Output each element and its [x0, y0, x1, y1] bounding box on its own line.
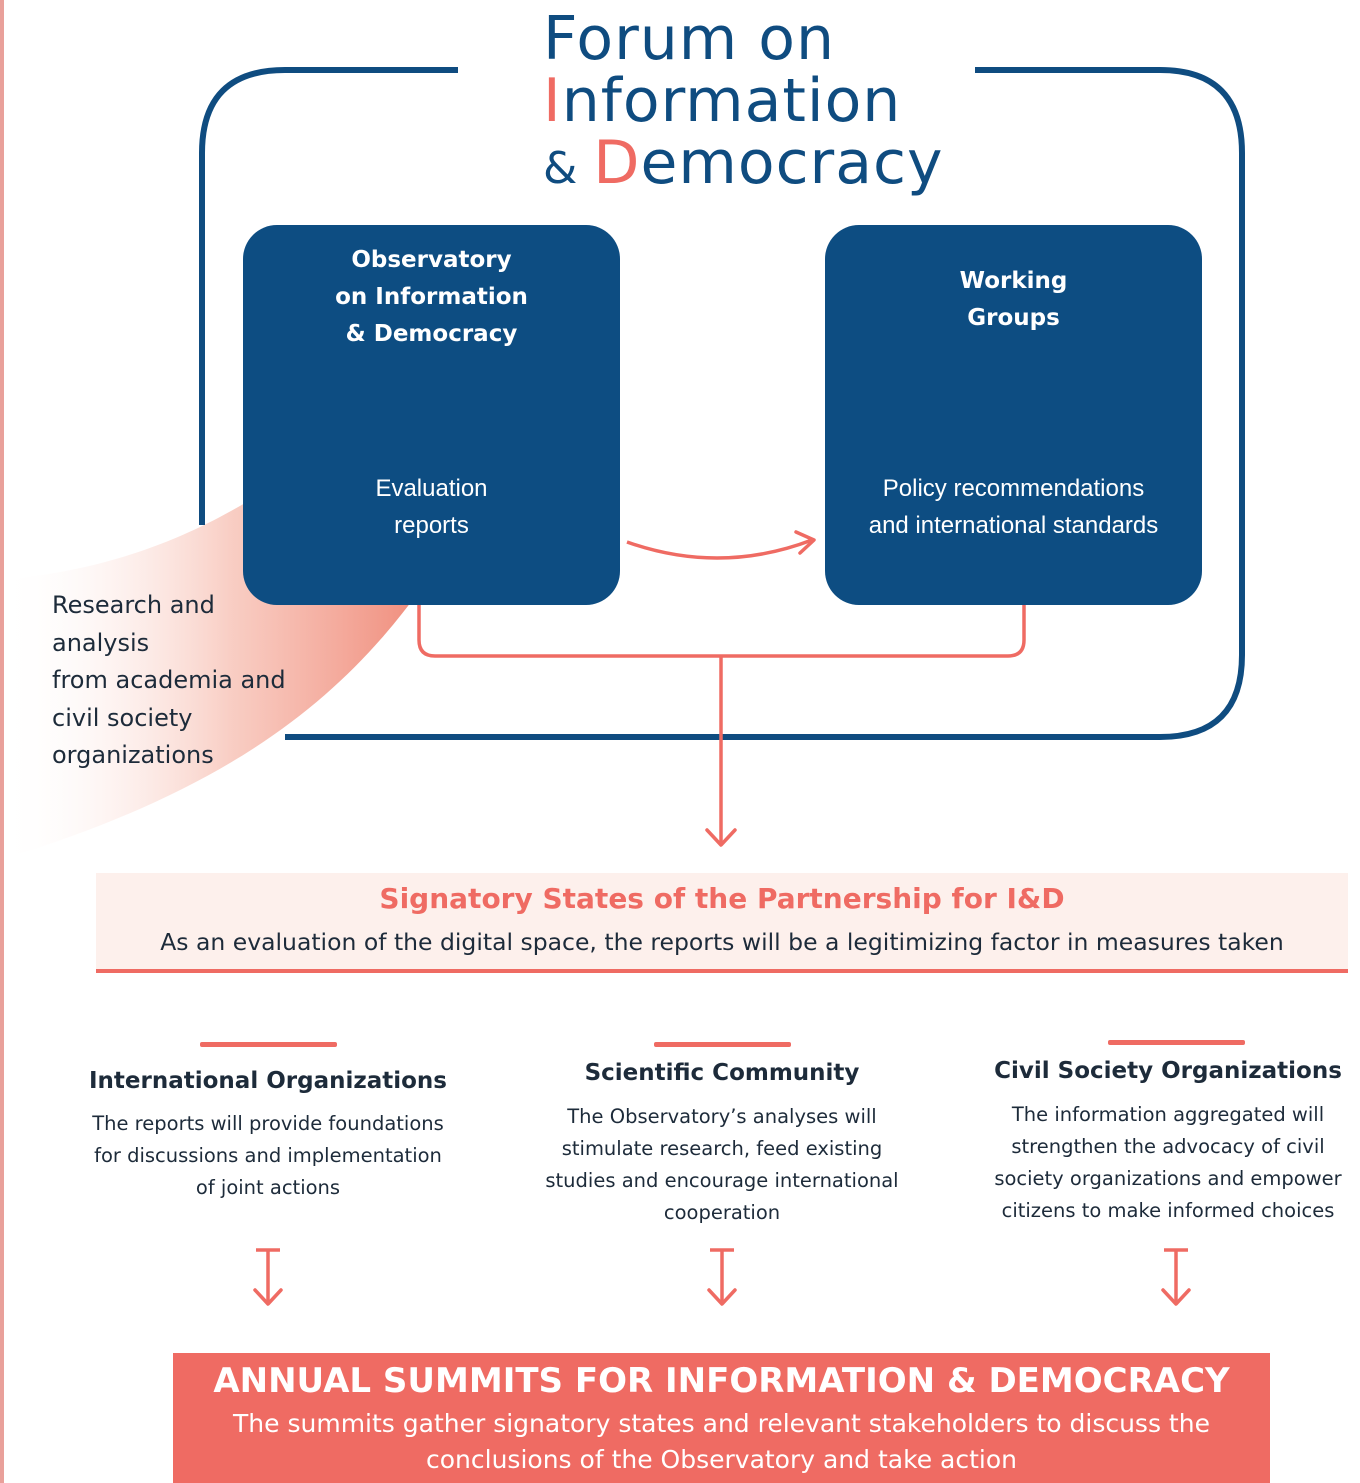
- forum-frame: [199, 67, 458, 525]
- working-groups-box: Working Groups Policy recommendations an…: [825, 225, 1202, 605]
- annual-summit-title: ANNUAL SUMMITS FOR INFORMATION & DEMOCRA…: [213, 1361, 1230, 1401]
- research-input-label: Research and analysis from academia and …: [52, 591, 286, 769]
- bracket-connector: [417, 602, 1026, 658]
- intl-orgs-accent-bar: [200, 1042, 337, 1047]
- intl-orgs-arrow-icon: [253, 1248, 283, 1306]
- scientific-title: Scientific Community: [584, 1060, 860, 1086]
- observatory-heading: Observatory on Information & Democracy: [335, 247, 528, 347]
- signatory-title: Signatory States of the Partnership for …: [379, 882, 1065, 915]
- forum-title: Forum on Information & Democracy: [543, 4, 944, 200]
- working-groups-heading: Working Groups: [959, 268, 1068, 331]
- civil-society-title: Civil Society Organizations: [994, 1058, 1342, 1084]
- signatory-band: [96, 873, 1348, 973]
- civil-society-body: The information aggregated will strength…: [994, 1103, 1342, 1222]
- annual-summit-subtitle: The summits gather signatory states and …: [233, 1409, 1210, 1474]
- scientific-accent-bar: [654, 1042, 791, 1047]
- policy-recommendations-label: Policy recommendations and international…: [868, 475, 1159, 539]
- curved-arrow-head: [794, 530, 816, 555]
- title-line-3: & Democracy: [543, 128, 944, 198]
- civil-society-arrow-icon: [1161, 1248, 1191, 1306]
- civil-society-accent-bar: [1108, 1040, 1245, 1045]
- title-line-1: Forum on: [543, 4, 836, 74]
- scientific-arrow-icon: [707, 1248, 737, 1306]
- main-down-arrowhead: [705, 828, 737, 847]
- annual-summit-box: [173, 1353, 1270, 1483]
- curved-arrow: [626, 538, 813, 560]
- signatory-subtitle: As an evaluation of the digital space, t…: [160, 928, 1284, 956]
- forum-frame-right: [285, 67, 1245, 740]
- intl-orgs-body: The reports will provide foundations for…: [92, 1112, 444, 1199]
- title-line-2: Information: [543, 66, 902, 136]
- scientific-body: The Observatory’s analyses will stimulat…: [545, 1105, 899, 1224]
- title-accent-i: I: [543, 66, 562, 136]
- intl-orgs-title: International Organizations: [88, 1068, 448, 1094]
- observatory-box: Observatory on Information & Democracy E…: [243, 225, 620, 605]
- title-accent-d: D: [593, 128, 641, 198]
- evaluation-reports-label: Evaluation reports: [375, 475, 488, 539]
